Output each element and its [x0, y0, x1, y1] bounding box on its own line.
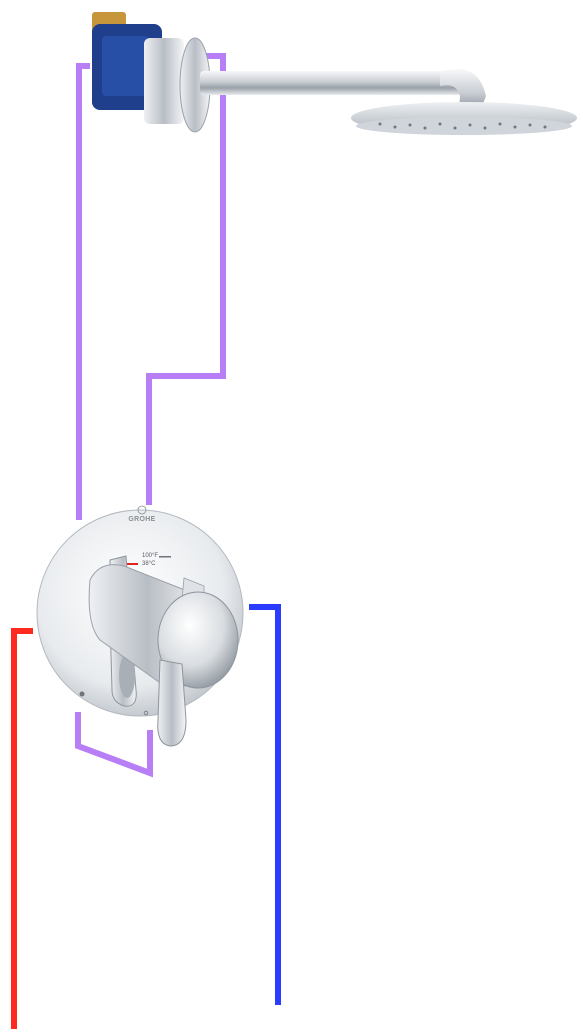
rough-in-valve-body — [92, 12, 210, 132]
thermostatic-trim: GROHE 100°F 38°C — [37, 506, 243, 746]
shower-arm — [200, 71, 462, 95]
mixed-pipe-left — [79, 66, 90, 520]
shower-arm-and-head — [200, 69, 577, 135]
shower-head-face — [356, 117, 572, 135]
mixed-pipe-bottom — [78, 712, 150, 773]
valve-cartridge — [144, 38, 184, 124]
temperature-marker — [159, 556, 171, 558]
temperature-marker-red — [126, 563, 138, 565]
temperature-fahrenheit: 100°F — [142, 553, 158, 559]
temperature-celsius: 38°C — [142, 561, 156, 567]
cold-water-pipe — [249, 607, 278, 1005]
hot-water-pipe — [14, 631, 33, 1029]
screw-cover-icon — [80, 692, 85, 697]
brand-logo: GROHE — [128, 516, 155, 523]
flow-handle[interactable] — [158, 660, 186, 746]
